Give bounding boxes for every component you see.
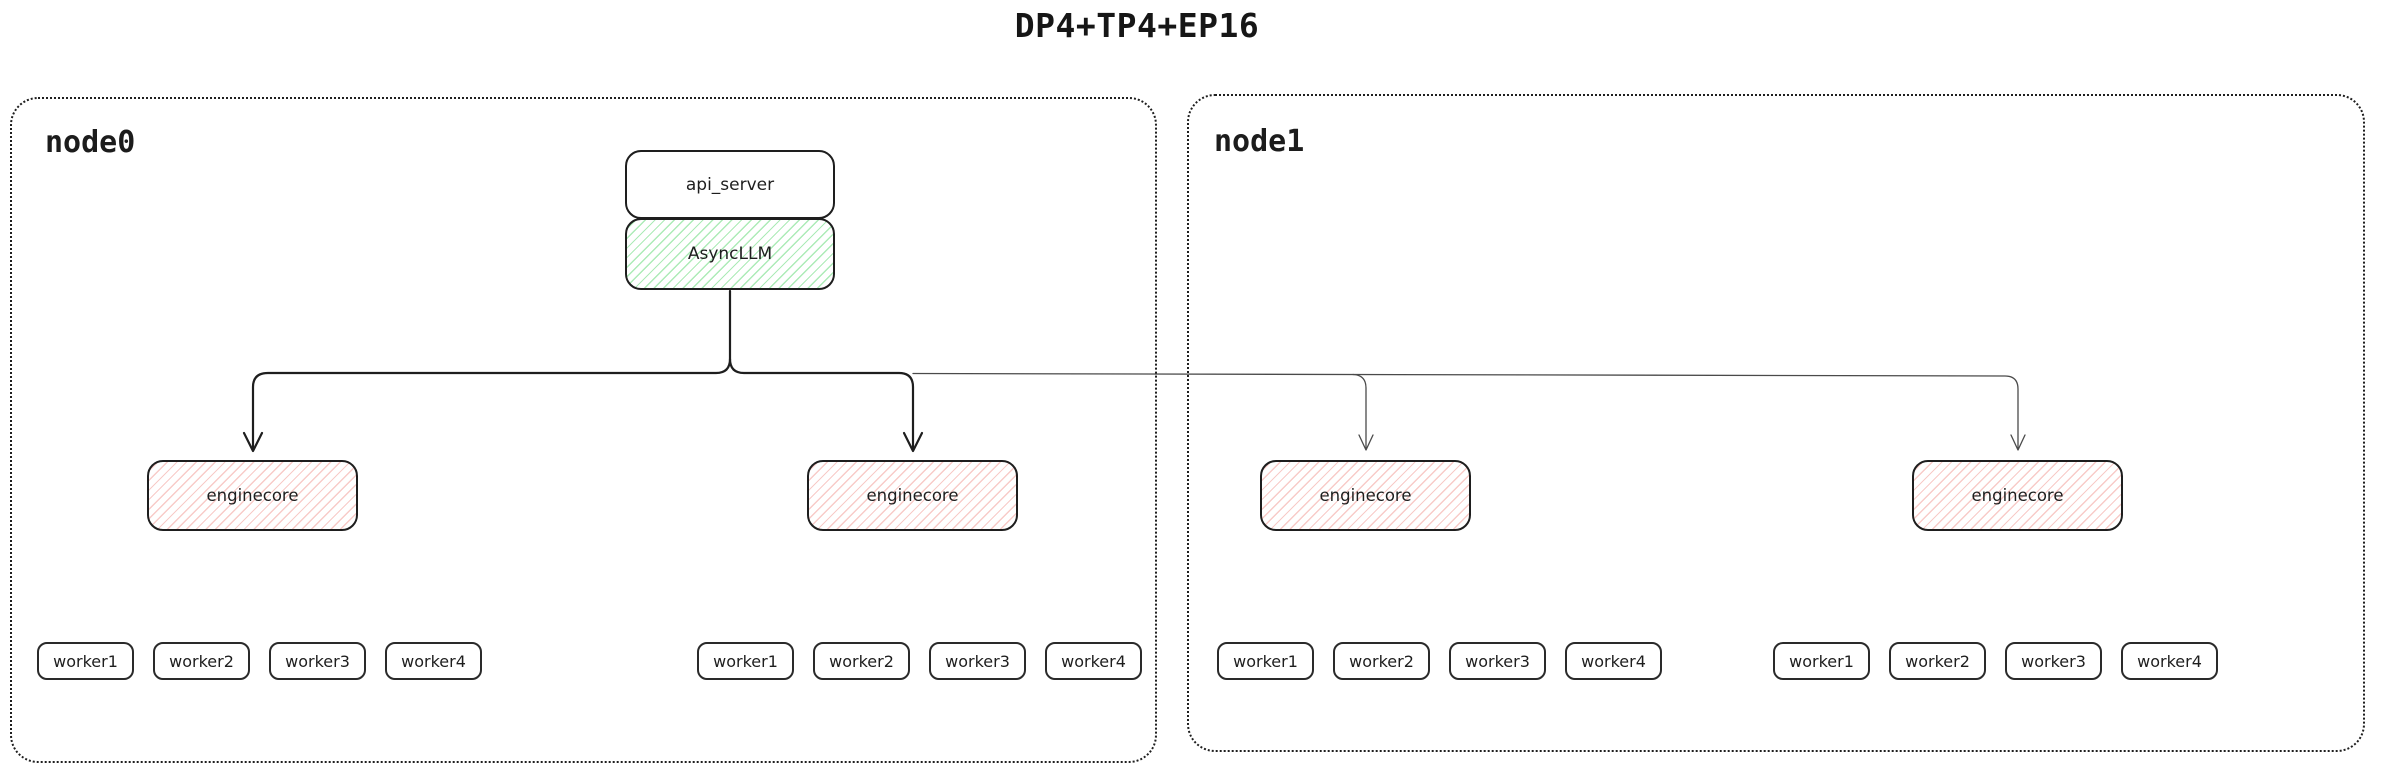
worker-label: worker4 [2137,651,2202,671]
worker-box: worker1 [697,642,794,680]
worker-label: worker3 [1465,651,1530,671]
worker-label: worker4 [1061,651,1126,671]
worker-label: worker1 [1233,651,1298,671]
enginecore-label: enginecore [1319,486,1412,505]
worker-label: worker3 [945,651,1010,671]
enginecore-label: enginecore [206,486,299,505]
worker-group-1: worker1 worker2 worker3 worker4 [37,642,482,680]
node1-label: node1 [1214,124,1305,159]
worker-box: worker1 [37,642,134,680]
asyncllm-label: AsyncLLM [687,244,773,264]
worker-box: worker4 [385,642,482,680]
worker-label: worker4 [1581,651,1646,671]
enginecore-box-4: enginecore [1912,460,2123,531]
worker-box: worker3 [1449,642,1546,680]
worker-box: worker2 [1889,642,1986,680]
worker-label: worker1 [53,651,118,671]
enginecore-box-1: enginecore [147,460,358,531]
worker-label: worker2 [1905,651,1970,671]
worker-label: worker2 [1349,651,1414,671]
worker-label: worker4 [401,651,466,671]
worker-box: worker4 [1045,642,1142,680]
worker-group-2: worker1 worker2 worker3 worker4 [697,642,1142,680]
worker-box: worker4 [1565,642,1662,680]
worker-label: worker2 [169,651,234,671]
worker-box: worker2 [813,642,910,680]
api-server-label: api_server [685,174,775,195]
enginecore-label: enginecore [1971,486,2064,505]
worker-box: worker3 [269,642,366,680]
asyncllm-box: AsyncLLM [625,218,835,290]
worker-box: worker3 [929,642,1026,680]
worker-box: worker1 [1217,642,1314,680]
worker-box: worker2 [1333,642,1430,680]
worker-box: worker4 [2121,642,2218,680]
enginecore-box-3: enginecore [1260,460,1471,531]
worker-box: worker1 [1773,642,1870,680]
worker-box: worker2 [153,642,250,680]
worker-group-3: worker1 worker2 worker3 worker4 [1217,642,1662,680]
worker-label: worker3 [2021,651,2086,671]
worker-box: worker3 [2005,642,2102,680]
worker-label: worker1 [1789,651,1854,671]
worker-label: worker2 [829,651,894,671]
worker-group-4: worker1 worker2 worker3 worker4 [1773,642,2218,680]
enginecore-label: enginecore [866,486,959,505]
enginecore-box-2: enginecore [807,460,1018,531]
api-server-box: api_server [625,150,835,219]
worker-label: worker1 [713,651,778,671]
worker-label: worker3 [285,651,350,671]
diagram-title: DP4+TP4+EP16 [1014,6,1260,45]
node0-label: node0 [45,125,136,160]
